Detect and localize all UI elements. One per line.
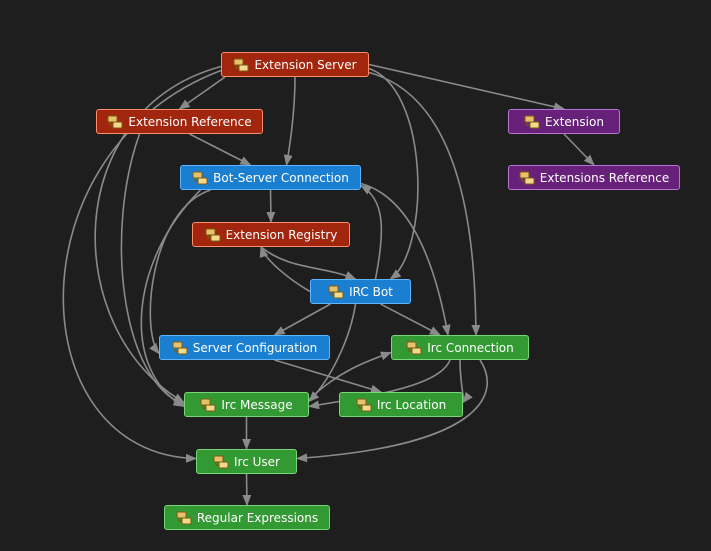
assembly-icon: [176, 511, 192, 525]
node-extension-server[interactable]: Extension Server: [221, 52, 369, 77]
node-label: Irc User: [234, 454, 280, 469]
edge-irc-user-to-regular-expressions: [242, 473, 252, 507]
assembly-icon: [107, 115, 123, 129]
node-extensions-reference[interactable]: Extensions Reference: [508, 165, 680, 190]
node-label: Extension Server: [254, 57, 357, 72]
assembly-icon: [200, 398, 216, 412]
node-label: Bot-Server Connection: [213, 170, 349, 185]
node-label: IRC Bot: [349, 284, 393, 299]
node-label: Server Configuration: [192, 340, 318, 355]
edge-irc-bot-to-bot-server-connection: [360, 184, 383, 280]
edge-irc-bot-to-extension-registry: [259, 245, 311, 293]
node-extension-reference[interactable]: Extension Reference: [96, 109, 263, 134]
edge-extension-server-to-extension-reference: [178, 76, 226, 110]
assembly-icon: [172, 341, 188, 355]
edge-irc-bot-to-irc-connection: [380, 303, 441, 336]
edge-extension-server-to-bot-server-connection: [283, 76, 296, 167]
node-irc-location[interactable]: Irc Location: [339, 392, 463, 417]
edge-extension-server-to-irc-bot: [368, 67, 419, 280]
node-label: Extension: [545, 114, 604, 129]
edge-bot-server-connection-to-irc-message: [140, 189, 202, 408]
edge-irc-connection-to-irc-user: [295, 359, 488, 463]
node-extension[interactable]: Extension: [508, 109, 620, 134]
edge-irc-message-to-irc-connection: [308, 351, 393, 401]
edge-bot-server-connection-to-server-configuration: [149, 189, 211, 355]
edge-irc-bot-to-server-configuration: [273, 303, 331, 336]
node-bot-server-connection[interactable]: Bot-Server Connection: [180, 165, 361, 190]
assembly-icon: [356, 398, 372, 412]
node-irc-message[interactable]: Irc Message: [184, 392, 309, 417]
edge-extension-to-extensions-reference: [563, 133, 595, 166]
edge-bot-server-connection-to-irc-connection: [360, 182, 451, 337]
node-irc-connection[interactable]: Irc Connection: [391, 335, 529, 360]
edge-extension-server-to-irc-connection: [368, 71, 481, 337]
edge-extension-reference-to-bot-server-connection: [189, 133, 252, 166]
node-extension-registry[interactable]: Extension Registry: [192, 222, 350, 247]
assembly-icon: [524, 115, 540, 129]
node-label: Irc Message: [221, 397, 293, 412]
edge-irc-connection-to-irc-message: [307, 359, 451, 410]
assembly-icon: [213, 455, 229, 469]
assembly-icon: [519, 171, 535, 185]
assembly-icon: [192, 171, 208, 185]
node-irc-bot[interactable]: IRC Bot: [310, 279, 411, 304]
assembly-icon: [406, 341, 422, 355]
node-irc-user[interactable]: Irc User: [196, 449, 297, 474]
node-label: Extensions Reference: [539, 170, 670, 185]
assembly-icon: [205, 228, 221, 242]
assembly-icon: [233, 58, 249, 72]
edge-extension-server-to-extension: [368, 63, 566, 112]
node-server-configuration[interactable]: Server Configuration: [159, 335, 330, 360]
edge-irc-connection-to-irc-location: [459, 359, 473, 404]
edge-extension-reference-to-irc-message: [120, 133, 186, 406]
node-label: Irc Location: [376, 397, 447, 412]
node-regular-expressions[interactable]: Regular Expressions: [164, 505, 330, 530]
node-label: Extension Reference: [128, 114, 252, 129]
node-label: Extension Registry: [225, 227, 338, 242]
edge-extension-server-to-irc-message: [94, 65, 222, 404]
edge-bot-server-connection-to-extension-registry: [266, 189, 276, 224]
node-label: Irc Connection: [427, 340, 514, 355]
edge-extension-registry-to-irc-bot: [260, 246, 357, 280]
edge-server-configuration-to-irc-location: [274, 359, 383, 394]
node-label: Regular Expressions: [196, 510, 319, 525]
assembly-icon: [328, 285, 344, 299]
